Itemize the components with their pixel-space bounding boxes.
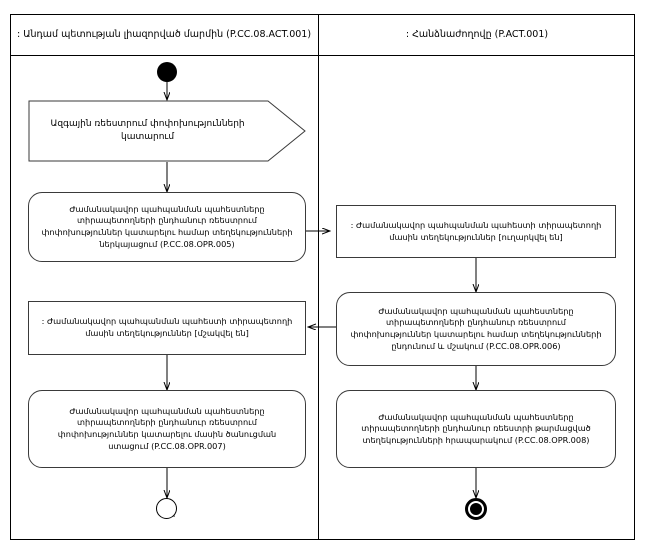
action-opr006[interactable]: Ժամանակավոր պահպանման պահեստները տիրապետ… [336,292,616,366]
swimlane-header-right: : Հանձնաժողովը (P.ACT.001) [405,29,549,40]
swimlane-divider [318,14,319,540]
swimlane-header-left: : Անդամ պետության լիազորված մարմին (P.CC… [16,29,312,40]
activity-final-node[interactable] [465,498,487,520]
signal-receive-label: Ազգային ռեեստրում փոփոխությունների կատար… [50,119,245,142]
object-node-info-sent[interactable]: : Ժամանակավոր պահպանման պահեստի տիրապետո… [336,205,616,258]
action-opr007-label: Ժամանակավոր պահպանման պահեստները տիրապետ… [57,405,277,451]
object-node-info-processed[interactable]: : Ժամանակավոր պահպանման պահեստի տիրապետո… [28,301,306,355]
action-opr005[interactable]: Ժամանակավոր պահպանման պահեստները տիրապետ… [28,192,306,262]
swimlane-frame [10,14,635,540]
initial-node[interactable] [157,62,177,82]
action-opr006-label: Ժամանակավոր պահպանման պահեստները տիրապետ… [350,305,602,351]
object-node-info-processed-label: : Ժամանակավոր պահպանման պահեստի տիրապետո… [41,316,293,338]
swimlane-header-rule [10,55,635,56]
action-opr005-label: Ժամանակավոր պահպանման պահեստները տիրապետ… [41,203,293,249]
action-opr007[interactable]: Ժամանակավոր պահպանման պահեստները տիրապետ… [28,390,306,468]
flow-final-node[interactable] [156,498,177,519]
action-opr008-label: Ժամանակավոր պահպանման պահեստները տիրապետ… [361,411,591,445]
signal-shape [28,100,306,162]
action-opr008[interactable]: Ժամանակավոր պահպանման պահեստները տիրապետ… [336,390,616,468]
object-node-info-sent-label: : Ժամանակավոր պահպանման պահեստի տիրապետո… [350,219,602,242]
accept-event-action-signal-receive[interactable]: Ազգային ռեեստրում փոփոխությունների կատար… [28,100,306,162]
